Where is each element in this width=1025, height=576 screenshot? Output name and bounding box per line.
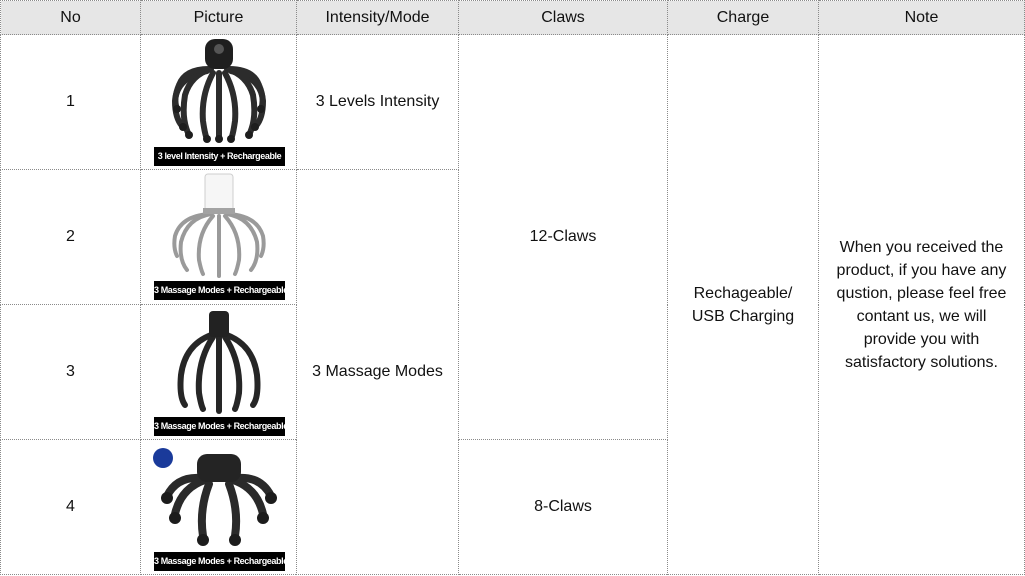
picture-caption: 3 Massage Modes + Rechargeable <box>154 552 288 571</box>
header-intensity-mode: Intensity/Mode <box>296 0 459 35</box>
picture-caption: 3 Massage Modes + Rechargeable <box>154 281 288 300</box>
product-picture: 3 level Intensity + Rechargeable <box>141 35 297 169</box>
claws-cell-12: 12-Claws <box>458 34 668 440</box>
white-grey-head-massager-icon <box>172 173 266 278</box>
black-tall-head-massager-icon <box>177 311 261 414</box>
note-line: contant us, we will <box>856 307 987 325</box>
charge-line-2: USB Charging <box>691 307 795 325</box>
product-picture: 3 Massage Modes + Rechargeable <box>141 305 297 439</box>
row-number: 2 <box>0 169 141 305</box>
table-row: 2 <box>0 169 1025 575</box>
eight-claw-head-massager-icon <box>153 448 277 546</box>
picture-cell: 3 Massage Modes + Rechargeable <box>140 169 297 305</box>
picture-cell: 3 level Intensity + Rechargeable <box>140 34 297 170</box>
picture-cell: 3 Massage Modes + Rechargeable <box>140 304 297 440</box>
picture-caption: 3 level Intensity + Rechargeable <box>154 147 285 166</box>
header-note: Note <box>818 0 1025 35</box>
header-picture: Picture <box>140 0 297 35</box>
intensity-cell: 3 Massage Modes <box>296 169 459 575</box>
note-line: qustion, please feel free <box>836 284 1007 302</box>
picture-caption: 3 Massage Modes + Rechargeable <box>154 417 288 436</box>
header-charge: Charge <box>667 0 819 35</box>
note-line: provide you with <box>863 330 980 348</box>
charge-cell: Rechageable/ USB Charging <box>667 34 819 575</box>
row-number: 4 <box>0 439 141 575</box>
black-head-massager-icon <box>171 39 267 143</box>
claws-cell-8: 8-Claws <box>458 439 668 575</box>
product-picture: 3 Massage Modes + Rechargeable <box>141 170 297 304</box>
row-number: 3 <box>0 304 141 440</box>
header-no: No <box>0 0 141 35</box>
product-picture: 3 Massage Modes + Rechargeable <box>141 440 297 574</box>
note-line: product, if you have any <box>836 261 1007 279</box>
note-line: When you received the <box>839 238 1004 256</box>
intensity-cell: 3 Levels Intensity <box>296 34 459 170</box>
table-row: 4 <box>0 439 1025 575</box>
table-row: 1 <box>0 34 1025 575</box>
header-row: No Picture Intensity/Mode Claws Charge N… <box>0 0 1025 35</box>
note-line: satisfactory solutions. <box>845 353 998 371</box>
picture-cell: 3 Massage Modes + Rechargeable <box>140 439 297 575</box>
charge-line-1: Rechageable/ <box>693 284 793 302</box>
row-number: 1 <box>0 34 141 170</box>
header-claws: Claws <box>458 0 668 35</box>
note-cell: When you received the product, if you ha… <box>818 34 1025 575</box>
